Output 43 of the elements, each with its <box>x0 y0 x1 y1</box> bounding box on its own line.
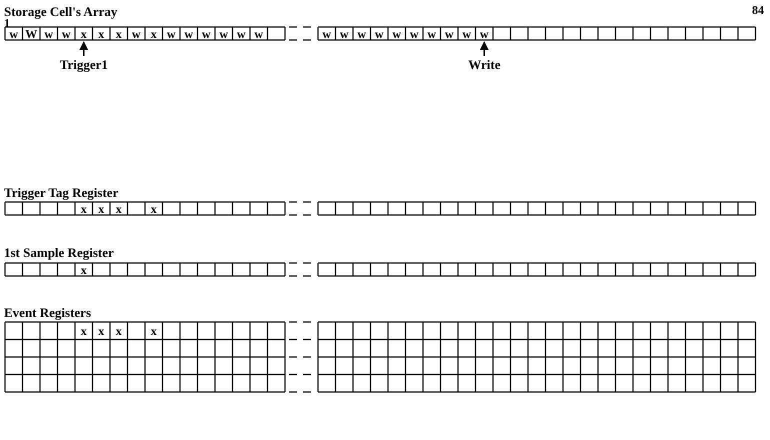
cell-mark: x <box>76 323 91 338</box>
cell-mark: w <box>337 28 352 39</box>
cell-mark: w <box>424 28 439 39</box>
cell-mark: w <box>320 28 334 39</box>
cell-mark: w <box>129 28 144 39</box>
cell-mark: w <box>372 28 386 39</box>
cell-mark: x <box>94 323 108 338</box>
cell-mark: w <box>234 28 248 39</box>
cell-mark: w <box>407 28 422 39</box>
cell-mark: w <box>460 28 474 39</box>
cell-mark: w <box>6 28 21 39</box>
cell-mark: x <box>112 323 126 338</box>
register-title: Trigger Tag Register <box>4 185 118 200</box>
cell-mark: w <box>59 28 74 39</box>
cell-mark: w <box>442 28 456 39</box>
cell-mark: w <box>252 28 266 39</box>
pointer-label: Trigger1 <box>60 57 108 72</box>
cell-mark: x <box>94 203 108 214</box>
cell-mark: x <box>146 323 161 338</box>
cell-mark: x <box>76 28 91 39</box>
cell-mark: x <box>146 203 161 214</box>
cell-mark: x <box>112 28 126 39</box>
cell-mark: W <box>24 28 38 39</box>
cell-mark: x <box>76 203 91 214</box>
cell-mark: w <box>477 28 492 39</box>
cell-mark: x <box>76 264 91 275</box>
cell-number: 84 <box>752 4 764 16</box>
cell-mark: w <box>42 28 56 39</box>
arrow <box>480 41 489 56</box>
cell-mark: w <box>390 28 404 39</box>
cell-mark: w <box>164 28 178 39</box>
cell-mark: x <box>146 28 161 39</box>
cell-mark: x <box>94 28 108 39</box>
register-title: Event Registers <box>4 305 92 320</box>
cell-mark: w <box>199 28 214 39</box>
cell-mark: w <box>182 28 196 39</box>
cell-mark: w <box>354 28 369 39</box>
cell-mark: x <box>112 203 126 214</box>
register-title: 1st Sample Register <box>4 245 114 260</box>
register-title: Storage Cell's Array <box>4 4 118 19</box>
cell-mark: w <box>216 28 231 39</box>
arrow <box>79 41 88 56</box>
pointer-label: Write <box>468 57 500 72</box>
